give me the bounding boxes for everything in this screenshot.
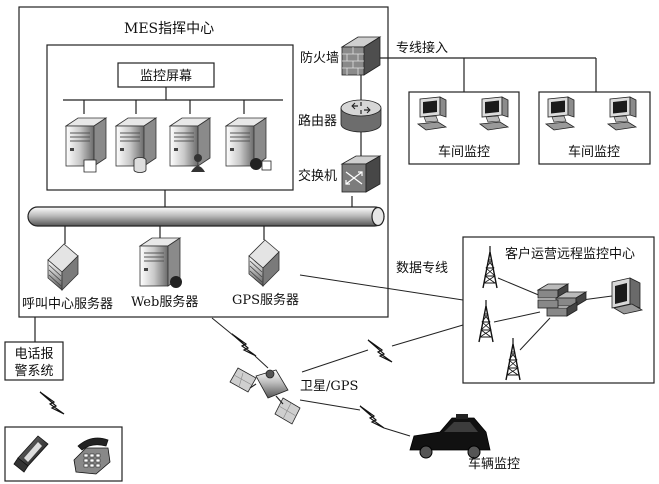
wireless-link-icon <box>39 391 65 415</box>
display-monitor-icon <box>611 277 644 315</box>
mes-center-frame <box>18 6 389 318</box>
workstation-icon <box>417 96 447 131</box>
workshop-monitor-label-2: 车间监控 <box>568 144 620 160</box>
desk-phone-icon <box>73 437 111 475</box>
wireless-link-icon <box>359 405 385 429</box>
vehicle-label: 车辆监控 <box>468 456 520 472</box>
backbone-links <box>64 190 353 244</box>
data-line <box>299 274 464 301</box>
vehicle-icon <box>409 414 491 459</box>
globe-icon <box>250 158 262 170</box>
workstation-icon <box>607 96 637 131</box>
firewall-label: 防火墙 <box>300 50 339 66</box>
phone-alarm-label-line1: 电话报 <box>14 347 53 362</box>
globe-icon <box>170 276 182 288</box>
backbone-cable <box>27 206 385 227</box>
mes-center-title: MES指挥中心 <box>124 21 214 37</box>
document-icon <box>83 159 97 173</box>
mobile-phone-icon <box>13 435 49 473</box>
router-icon <box>340 99 382 133</box>
switch-icon <box>340 155 382 193</box>
monitor-bus <box>63 87 283 114</box>
monitor-server-4 <box>225 117 272 171</box>
gps-server-label: GPS服务器 <box>232 292 299 308</box>
user-icon <box>194 154 202 162</box>
phone-alarm-box <box>4 341 64 381</box>
dedicated-access-label: 专线接入 <box>396 40 448 56</box>
switch-label: 交换机 <box>298 168 337 184</box>
call-center-server-label: 呼叫中心服务器 <box>22 296 113 312</box>
phone-alarm-label-line2: 警系统 <box>14 363 53 379</box>
monitor-server-2 <box>115 117 157 173</box>
satellite-label: 卫星/GPS <box>300 379 358 394</box>
wireless-paths <box>211 317 464 437</box>
monitor-screen-box <box>117 62 215 88</box>
workshop-monitor-label-1: 车间监控 <box>438 144 490 160</box>
dedicated-access-line <box>380 57 597 92</box>
data-line-label: 数据专线 <box>396 261 448 276</box>
workstation-icon <box>479 96 509 131</box>
monitor-screen-label: 监控屏幕 <box>140 69 192 84</box>
workstation-icon <box>545 96 575 131</box>
wireless-link-icon <box>231 333 257 357</box>
firewall-icon <box>340 36 382 76</box>
customer-center-title: 客户运营远程监控中心 <box>505 246 635 262</box>
router-label: 路由器 <box>298 113 337 129</box>
monitor-cluster-frame <box>46 44 294 191</box>
web-server-label: Web服务器 <box>131 294 198 310</box>
monitor-server-1 <box>65 117 107 173</box>
web-server <box>139 237 182 288</box>
gps-server <box>248 239 280 287</box>
satellite-icon <box>229 367 301 425</box>
wireless-link-icon <box>367 339 393 363</box>
monitor-server-3 <box>169 117 211 172</box>
customer-links <box>493 277 613 351</box>
call-center-server <box>47 243 79 291</box>
rack-cluster-icon <box>536 283 588 317</box>
